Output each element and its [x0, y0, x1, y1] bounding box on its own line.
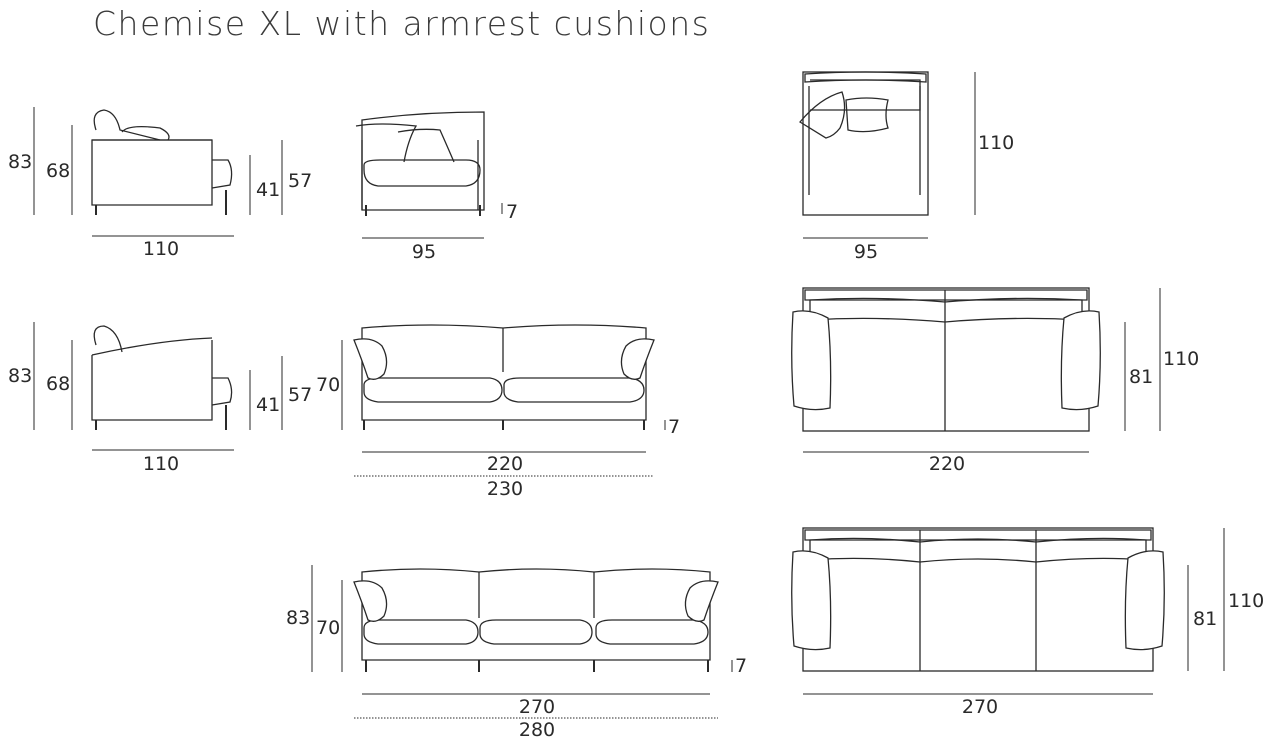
dim-sofa270-top-depth: 110 [1228, 590, 1265, 612]
dim-sofa220-height-arm: 57 [288, 384, 313, 406]
dim-armchair-top-width: 95 [853, 241, 879, 263]
dim-sofa220-top-seat-depth: 81 [1129, 366, 1154, 388]
dim-armchair-height-seat: 41 [256, 179, 281, 201]
dim-sofa220-front-height: 70 [316, 374, 341, 396]
dim-sofa270-leg: 7 [735, 655, 748, 677]
dim-sofa220-height-back: 68 [46, 373, 71, 395]
dim-sofa270-height-total: 83 [286, 607, 311, 629]
sofa-270-top-view [791, 527, 1225, 695]
dim-armchair-top-depth: 110 [978, 132, 1015, 154]
dim-armchair-leg: 7 [506, 201, 519, 223]
dim-sofa270-width-cushions: 280 [518, 719, 556, 741]
sofa-220-front-view [341, 324, 666, 477]
sofa-220-side-view [33, 322, 283, 451]
dim-sofa220-width-cushions: 230 [486, 478, 524, 500]
dim-sofa270-top-width: 270 [961, 696, 999, 718]
dim-sofa220-depth: 110 [142, 453, 180, 475]
dim-armchair-height-back: 68 [46, 160, 71, 182]
dim-sofa220-leg: 7 [668, 416, 681, 438]
sofa-220-top-view [791, 287, 1161, 453]
dim-sofa220-height-seat: 41 [256, 394, 281, 416]
dim-sofa220-height-total: 83 [8, 365, 33, 387]
dim-armchair-depth: 110 [142, 238, 180, 260]
dim-sofa220-width: 220 [486, 453, 524, 475]
dim-sofa270-top-seat-depth: 81 [1193, 608, 1218, 630]
dim-sofa270-height-back: 70 [316, 617, 341, 639]
dim-sofa270-width: 270 [518, 696, 556, 718]
dim-sofa220-top-width: 220 [928, 453, 966, 475]
dim-armchair-width: 95 [411, 241, 437, 263]
dim-sofa220-top-depth: 110 [1163, 348, 1200, 370]
dim-armchair-height-arm: 57 [288, 170, 313, 192]
sofa-270-front-view [311, 565, 733, 719]
dim-armchair-height-total: 83 [8, 151, 33, 173]
page-title: Chemise XL with armrest cushions [93, 4, 711, 43]
armchair-top-view [799, 71, 976, 239]
armchair-side-view [33, 107, 283, 237]
armchair-front-view [355, 111, 503, 239]
